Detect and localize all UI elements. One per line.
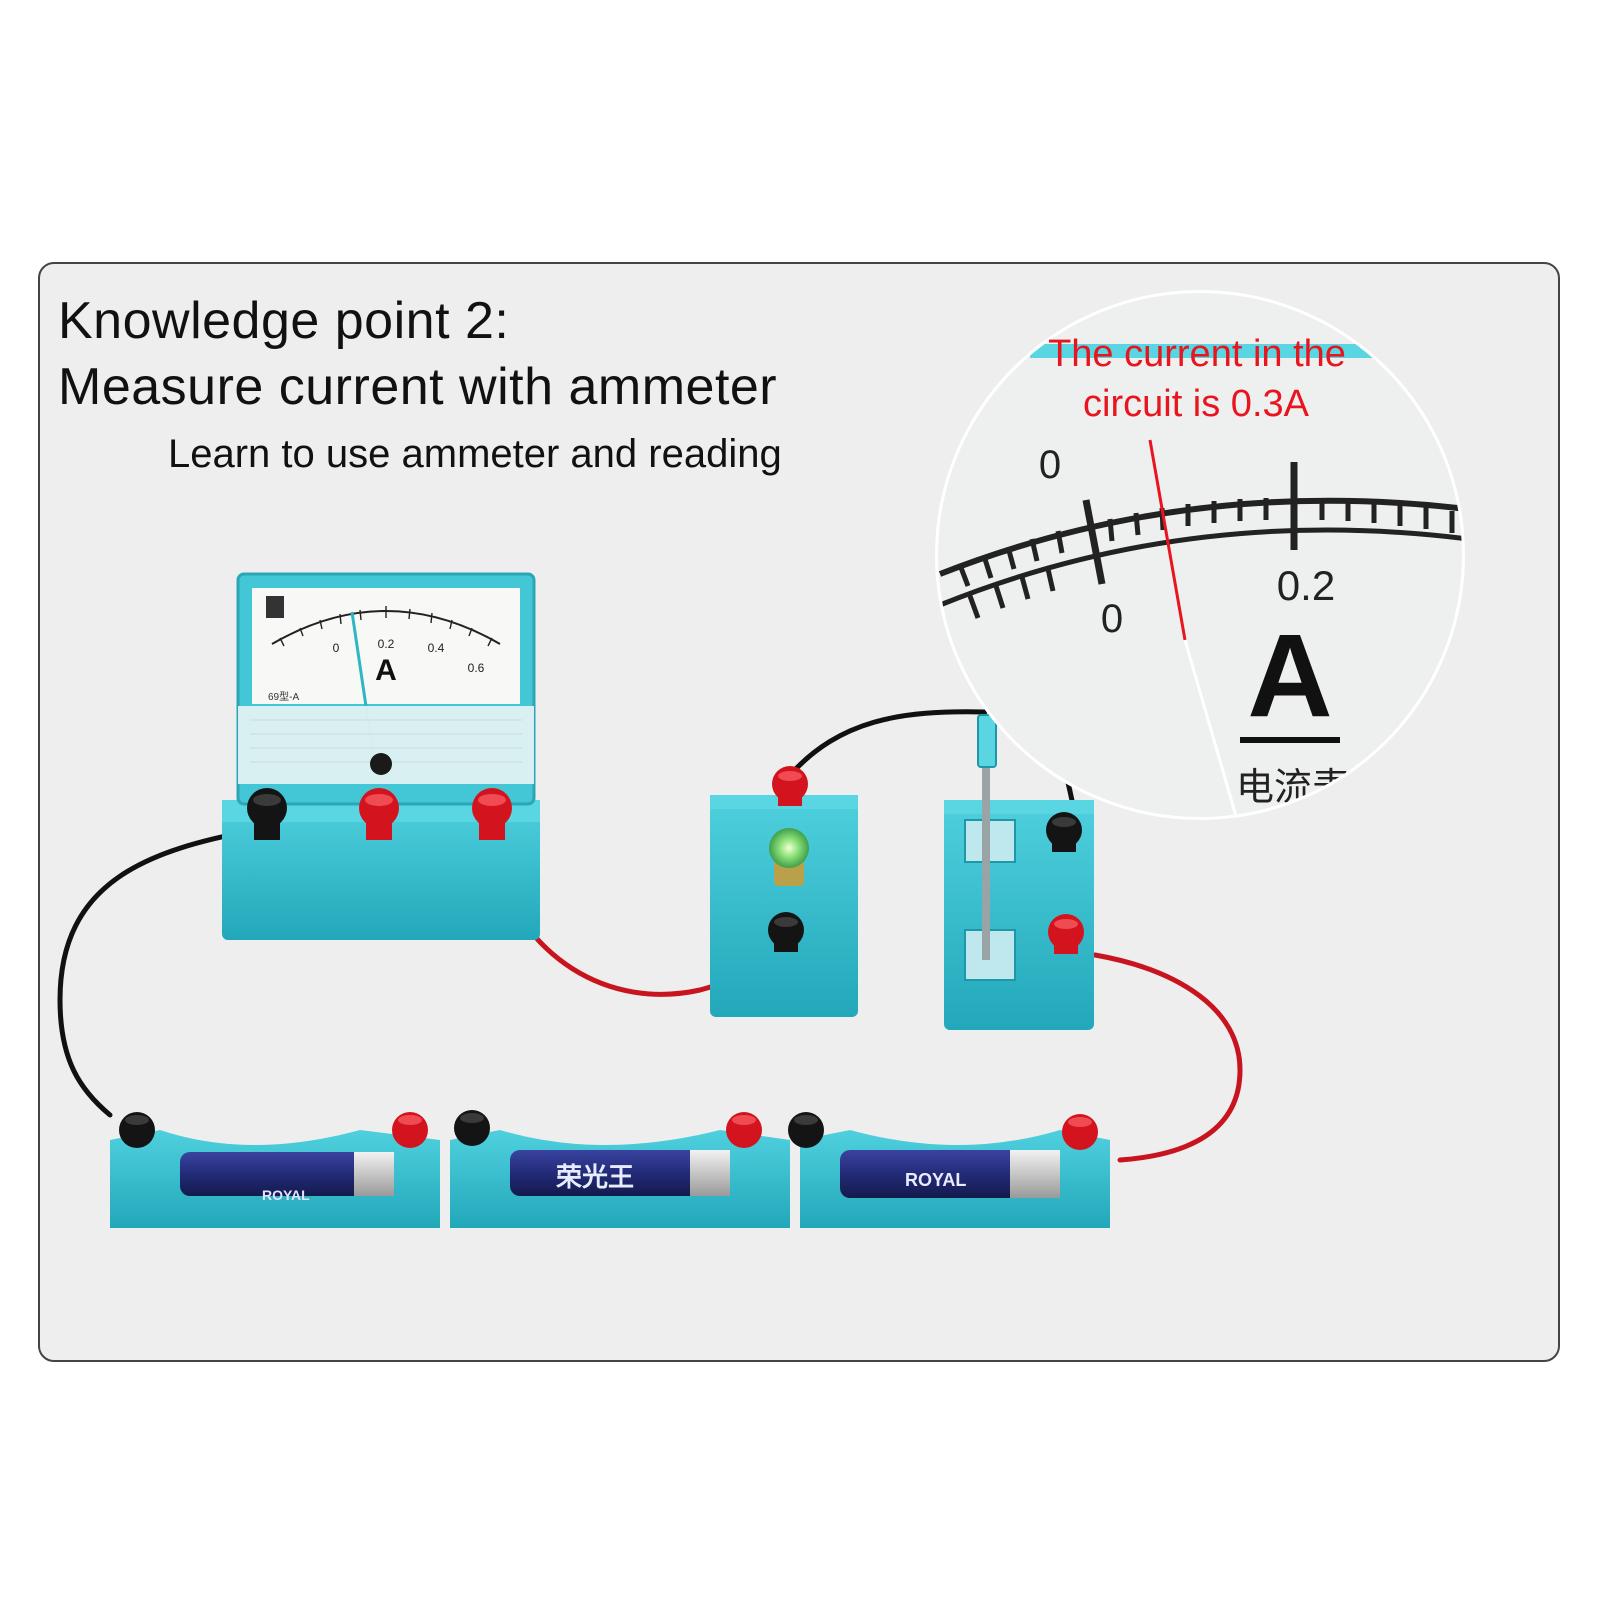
heading-line-1: Knowledge point 2: — [58, 292, 510, 350]
ammeter-logo — [266, 596, 284, 618]
ammeter-zero-adjust — [370, 753, 392, 775]
ammeter-scale-label-3: 0.6 — [468, 661, 485, 675]
lens-scale-ticks — [957, 498, 1455, 619]
light-bulb — [769, 828, 809, 868]
bulb-board — [710, 766, 858, 1017]
callout-line-1: The current in the — [1048, 333, 1346, 375]
lens-needle — [1148, 439, 1187, 641]
lens-top-bar — [1030, 344, 1410, 358]
wire-black-bulb-to-switch — [787, 709, 988, 778]
magnified-meter: 0 0 0.2 A 电流表 — [935, 290, 1465, 820]
lens-label-0-lower: 0 — [1101, 597, 1123, 641]
ammeter-base — [222, 800, 540, 940]
ammeter-scale-label-1: 0.2 — [378, 637, 395, 651]
lens-label-0-upper: 0 — [1039, 443, 1061, 487]
ammeter-unit: A — [375, 654, 397, 687]
battery-1 — [180, 1152, 394, 1196]
lens-scale-arc-inner — [939, 527, 1462, 608]
lens-scale-arc-outer — [938, 497, 1462, 577]
ammeter-scale-label-2: 0.4 — [428, 641, 445, 655]
ammeter-model: 69型-A — [268, 690, 299, 703]
switch-blade — [982, 740, 990, 960]
callout-line-2: circuit is 0.3A — [1083, 383, 1310, 425]
battery-pack: ROYAL 荣光王 ROYAL — [110, 1110, 1110, 1228]
lens-label-0.2: 0.2 — [1277, 562, 1335, 609]
ammeter-scale-label-0: 0 — [333, 641, 340, 655]
switch-board — [944, 714, 1094, 1030]
lens-unit-symbol: A — [1247, 610, 1332, 742]
heading: Knowledge point 2: Measure current with … — [58, 288, 777, 420]
battery-2-brand-cn: 荣光王 — [556, 1162, 634, 1192]
battery-3-brand: ROYAL — [905, 1170, 966, 1190]
battery-2 — [510, 1150, 730, 1196]
battery-3 — [840, 1150, 1060, 1198]
battery-1-brand: ROYAL — [262, 1187, 310, 1203]
wire-red-right — [1092, 952, 1243, 1163]
lens-major-tick-0 — [1082, 499, 1106, 585]
heading-line-2: Measure current with ammeter — [58, 358, 778, 416]
wire-black-left — [57, 827, 258, 1118]
subheading: Learn to use ammeter and reading — [168, 432, 782, 476]
ammeter: 0 0.2 0.4 0.6 A 69型-A — [222, 572, 540, 940]
ammeter-small-ticks — [279, 606, 493, 647]
switch-handle — [977, 714, 997, 768]
